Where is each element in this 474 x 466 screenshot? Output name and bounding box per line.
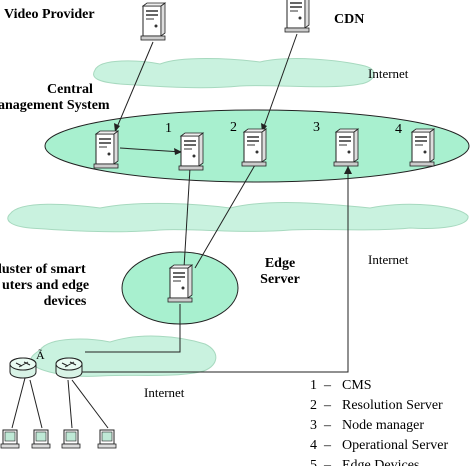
- terminal-3-icon: [61, 429, 81, 449]
- video-provider-label: Video Provider: [4, 7, 95, 22]
- legend-text: Node manager: [342, 418, 425, 433]
- legend-num: 3: [310, 418, 317, 433]
- cloud-top: [93, 58, 375, 89]
- edge-server-line-2: Server: [260, 272, 300, 287]
- edge-server-icon: [167, 264, 193, 303]
- video-provider-server-icon: [140, 2, 166, 41]
- legend-dash: –: [324, 398, 331, 413]
- legend-item-4: 4–Operational Server: [310, 438, 448, 454]
- legend-item-3: 3–Node manager: [310, 418, 424, 434]
- legend-text: CMS: [342, 378, 372, 393]
- node-manager-server-icon: [241, 128, 267, 167]
- cluster-label: luster of smart uters and edge devices: [0, 262, 118, 310]
- server-number-4: 4: [395, 122, 402, 137]
- cdn-label: CDN: [334, 12, 365, 27]
- legend-dash: –: [324, 418, 331, 433]
- legend-num: 2: [310, 398, 317, 413]
- cluster-line-2: uters and edge: [2, 278, 90, 293]
- legend-text: Resolution Server: [342, 398, 443, 413]
- device-mark: Ã: [36, 348, 45, 362]
- legend-item-1: 1–CMS: [310, 378, 372, 394]
- cloud-middle: [7, 202, 469, 233]
- internet-top-label: Internet: [368, 66, 409, 81]
- internet-middle-label: Internet: [368, 252, 409, 267]
- legend-dash: –: [324, 378, 331, 393]
- legend-text: Operational Server: [342, 438, 449, 453]
- resolution-server-icon: [178, 132, 204, 171]
- cluster-line-1: luster of smart: [0, 262, 86, 277]
- server-number-2: 2: [230, 120, 237, 135]
- legend-dash: –: [324, 438, 331, 453]
- legend: 1–CMS 2–Resolution Server 3–Node manager…: [310, 378, 470, 466]
- legend-num: 4: [310, 438, 317, 453]
- legend-item-5: 5– Edge Devices: [310, 458, 419, 466]
- router-right-icon: [55, 357, 83, 379]
- server-number-1: 1: [165, 121, 172, 136]
- terminal-4-icon: [97, 429, 117, 449]
- terminal-1-icon: [0, 429, 20, 449]
- legend-num: 5: [310, 458, 317, 466]
- spare-server-icon: [409, 128, 435, 167]
- router-left-icon: [9, 357, 37, 379]
- cdn-server-icon: [284, 0, 310, 33]
- terminal-2-icon: [31, 429, 51, 449]
- internet-bottom-label: Internet: [144, 385, 185, 400]
- legend-num: 1: [310, 378, 317, 393]
- central-management-label: Central anagement System: [0, 82, 120, 114]
- operational-server-icon: [333, 128, 359, 167]
- legend-dash: –: [324, 458, 331, 466]
- cluster-line-3: devices: [43, 294, 87, 309]
- edge-server-label: Edge Server: [252, 256, 308, 288]
- server-number-3: 3: [313, 120, 320, 135]
- central-management-line-2: anagement System: [0, 98, 110, 113]
- central-management-line-1: Central: [47, 82, 93, 97]
- edge-server-line-1: Edge: [264, 256, 296, 271]
- legend-item-2: 2–Resolution Server: [310, 398, 443, 414]
- legend-text: Edge Devices: [342, 458, 420, 466]
- cms-server-icon: [93, 130, 119, 169]
